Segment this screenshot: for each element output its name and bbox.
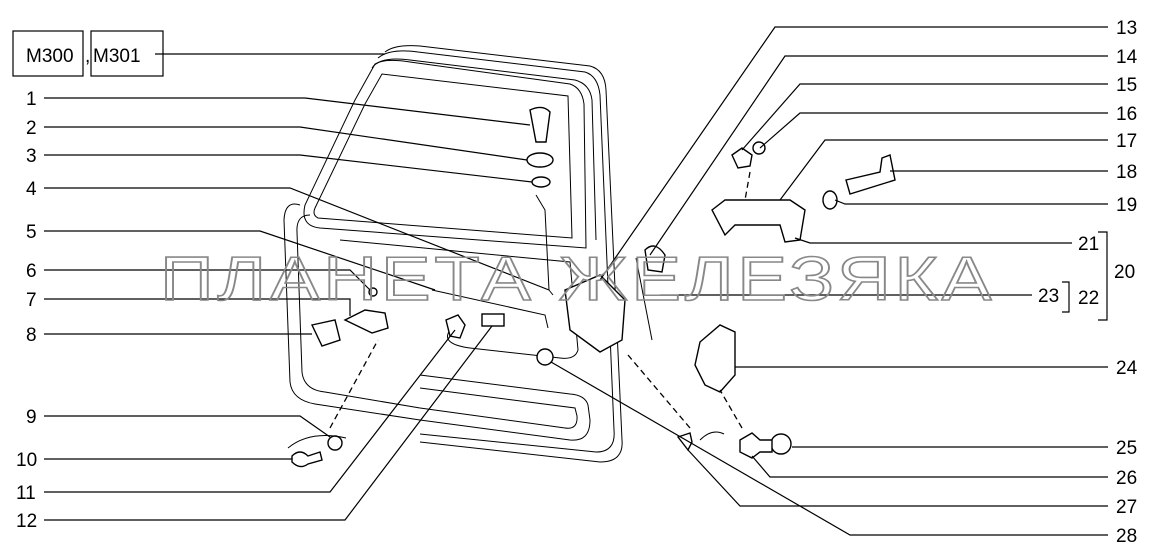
parts [291, 106, 896, 468]
part-7-inner-handle [343, 309, 389, 334]
callout-6: 6 [26, 261, 37, 282]
part-16-washer [752, 141, 766, 155]
part-11-lever [445, 314, 466, 339]
part-2-bushing [526, 152, 554, 168]
callout-23: 23 [1038, 286, 1059, 307]
callout-20: 20 [1114, 262, 1135, 283]
part-5-rod [431, 289, 549, 329]
model-separator: , [85, 46, 90, 67]
model-m300: M300 [26, 46, 74, 67]
part-24-striker [694, 324, 736, 393]
model-label-group: M300 , M301 [12, 30, 385, 77]
part-12-block [481, 313, 505, 327]
part-25-washer [770, 433, 792, 455]
callout-10: 10 [16, 450, 37, 471]
callout-19: 19 [1116, 195, 1137, 216]
callout-22: 22 [1078, 288, 1099, 309]
callout-13: 13 [1116, 18, 1137, 39]
part-6-clip [368, 287, 378, 297]
watermark-text: ПЛАНЕТА ЖЕЛЕЗЯКА [160, 245, 995, 314]
callout-16: 16 [1116, 104, 1137, 125]
part-27-screw [676, 432, 693, 452]
callout-14: 14 [1116, 47, 1138, 68]
callout-12: 12 [16, 511, 37, 532]
part-19-spring [822, 190, 838, 210]
callout-24: 24 [1116, 358, 1138, 379]
callout-17: 17 [1116, 131, 1137, 152]
callout-8: 8 [26, 325, 37, 346]
callout-11: 11 [16, 483, 36, 504]
callout-26: 26 [1116, 468, 1137, 489]
callout-21: 21 [1078, 234, 1099, 255]
part-rod-outer [635, 257, 653, 341]
callout-28: 28 [1116, 526, 1137, 547]
callouts-left: 1 2 3 4 5 6 7 8 9 10 11 12 [16, 89, 550, 532]
part-3-washer [531, 176, 551, 188]
callout-9: 9 [26, 407, 37, 428]
part-18-lock-cylinder [845, 154, 896, 195]
callouts-right: 13 14 15 16 17 18 19 21 20 23 22 24 25 2… [550, 18, 1138, 547]
callout-25: 25 [1116, 438, 1137, 459]
callout-4: 4 [26, 179, 37, 200]
callout-1: 1 [26, 89, 37, 110]
model-box-m300 [12, 30, 84, 77]
part-13-lock [564, 274, 626, 353]
model-m301: M301 [93, 46, 141, 67]
callout-3: 3 [26, 146, 37, 167]
part-28-plug [536, 348, 554, 366]
part-17-outer-handle [711, 199, 806, 243]
callout-2: 2 [26, 118, 37, 139]
callout-18: 18 [1116, 162, 1137, 183]
part-26-bolt [739, 432, 773, 459]
part-4-rod [535, 194, 554, 296]
part-8-handle-cover [310, 319, 341, 347]
callout-15: 15 [1116, 75, 1137, 96]
part-15-nut [731, 147, 753, 169]
part-9-washer [327, 435, 343, 451]
callout-5: 5 [26, 222, 37, 243]
part-1-lock-button [529, 106, 551, 143]
callout-27: 27 [1116, 497, 1137, 518]
callout-7: 7 [26, 290, 37, 311]
part-10-screw [291, 451, 323, 468]
part-14-bracket [644, 245, 666, 273]
assembly-arrows [287, 171, 751, 449]
